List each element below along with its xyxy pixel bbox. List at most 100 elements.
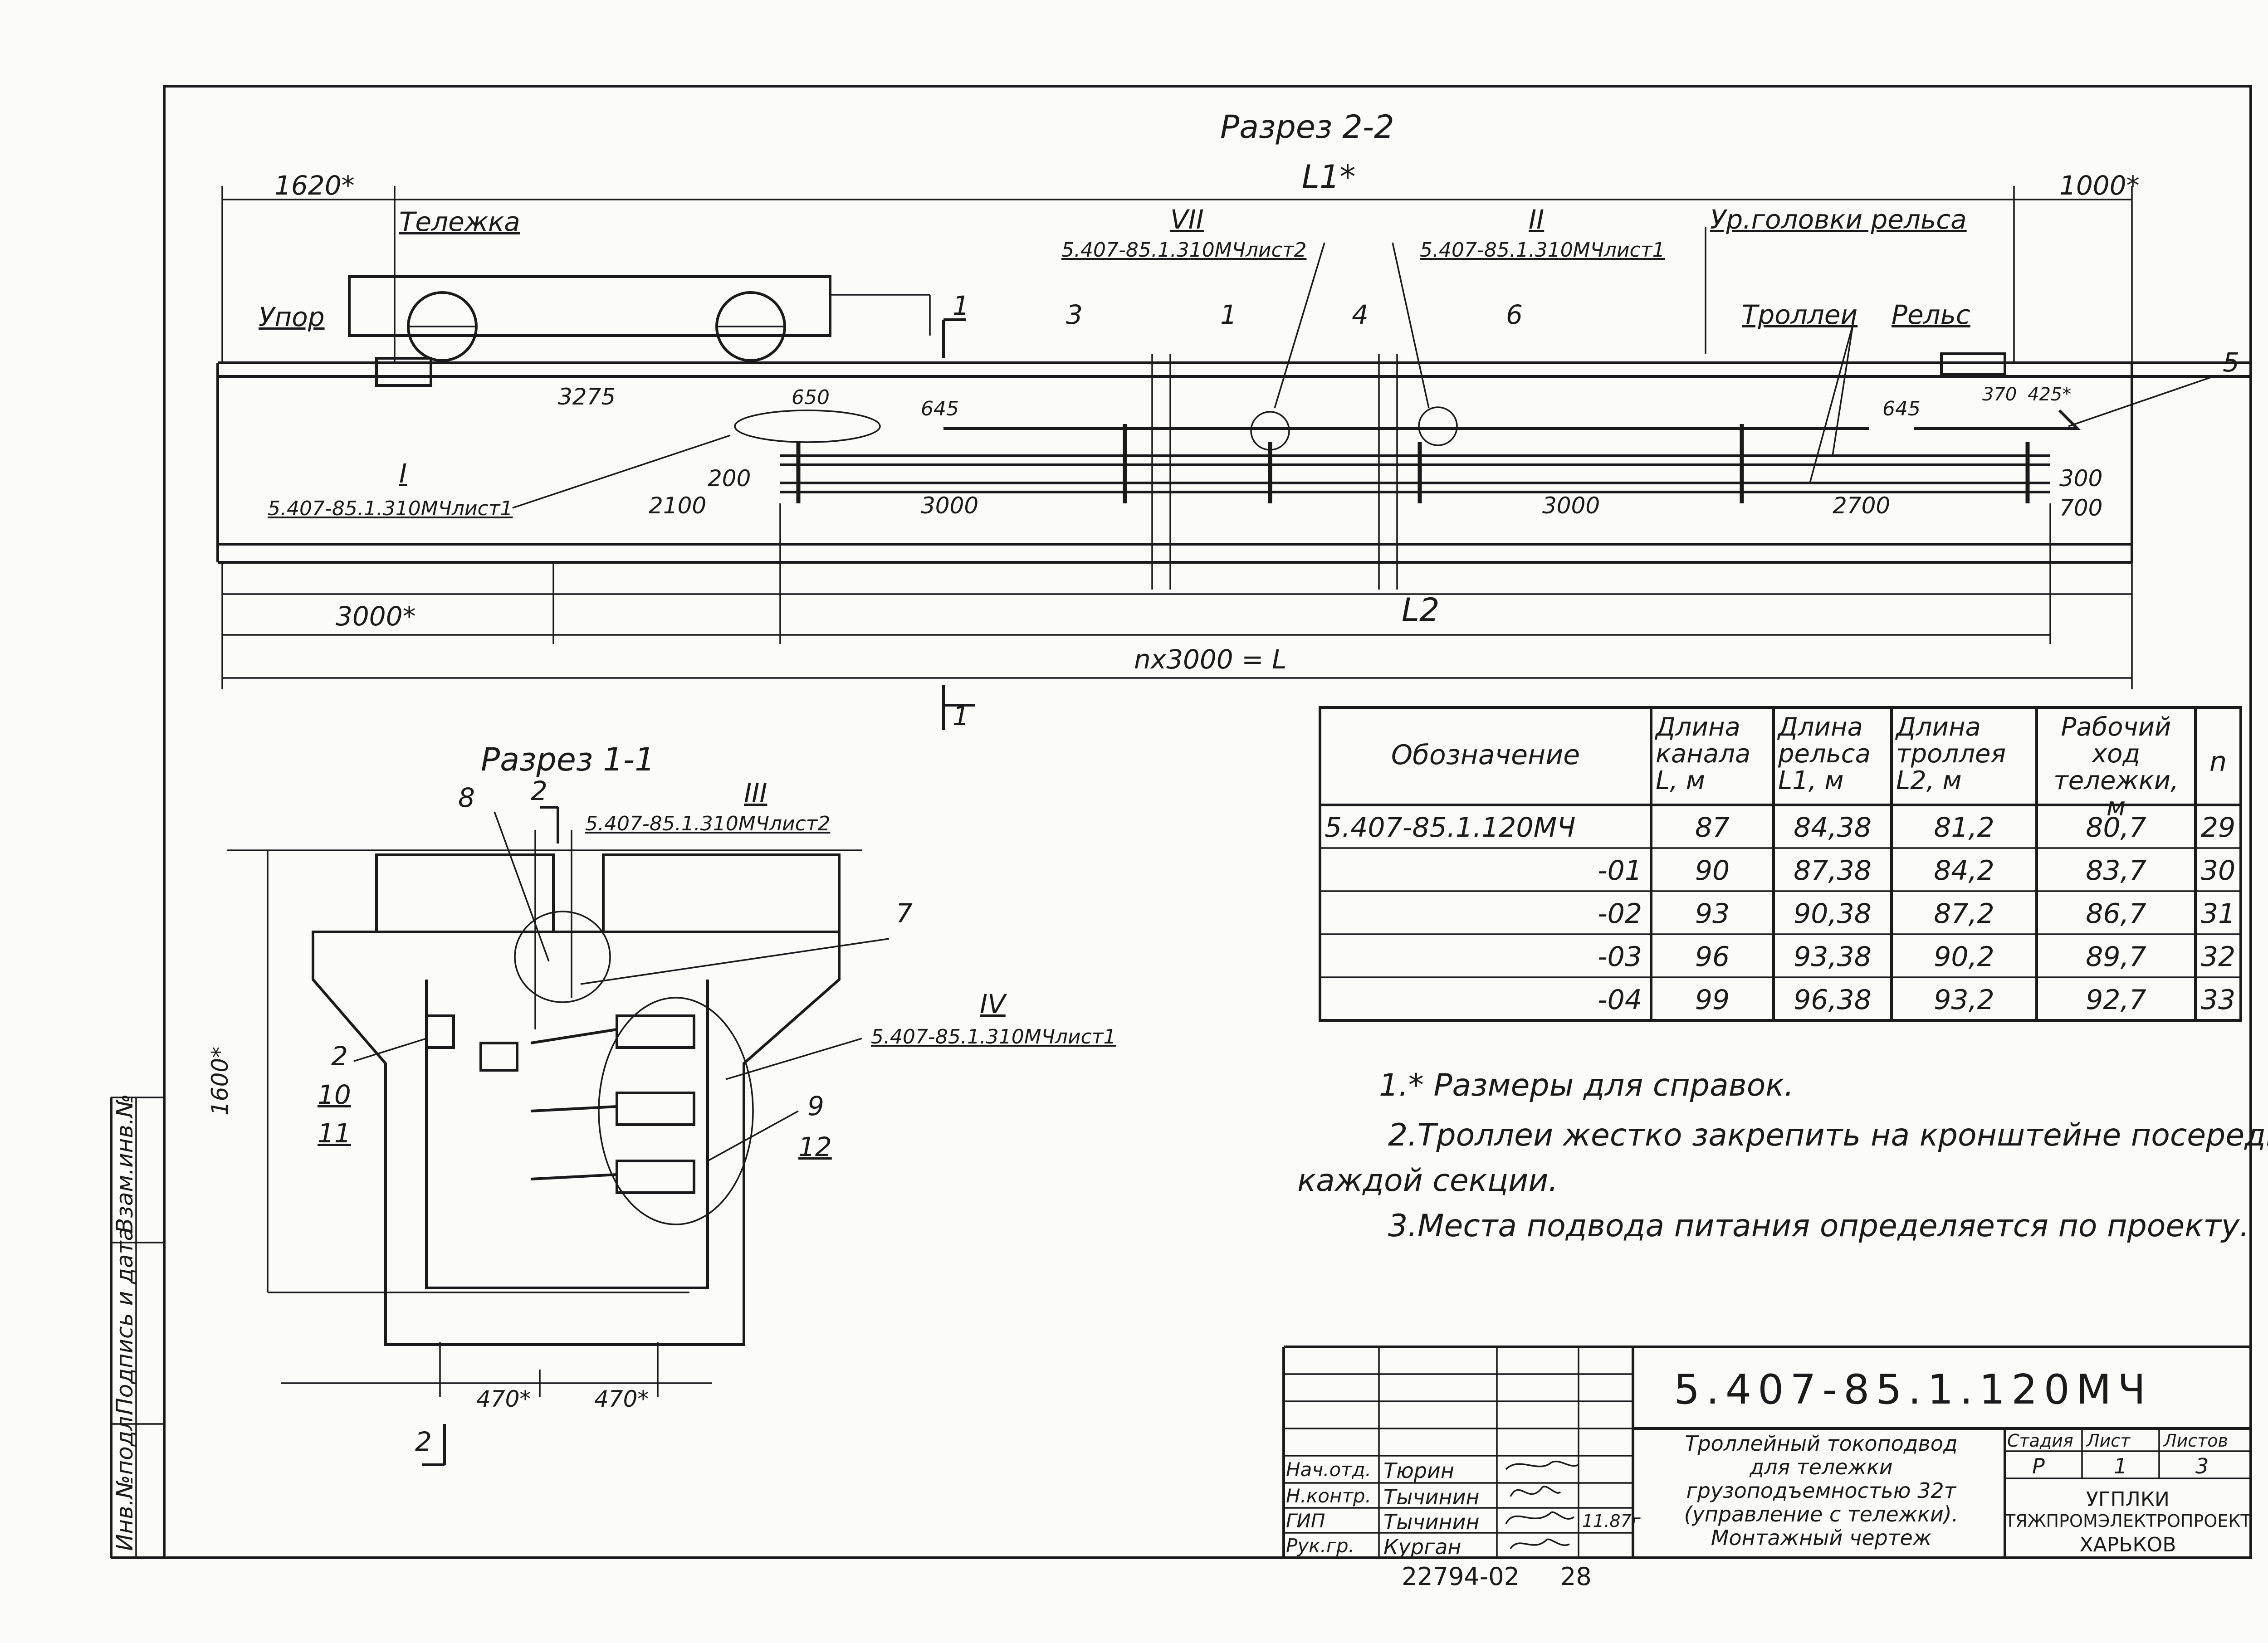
pos-7: 7 bbox=[896, 898, 913, 929]
role-head: Нач.отд. bbox=[1286, 1458, 1372, 1481]
dim-700: 700 bbox=[2059, 495, 2103, 521]
sheet-header: Лист bbox=[2087, 1431, 2131, 1451]
doc-title-2: для тележки bbox=[1750, 1455, 1893, 1479]
dim-645-right: 645 bbox=[1882, 397, 1921, 420]
side-replace-inv: Взам.инв.№ bbox=[112, 1094, 138, 1233]
table-header-rail: Длина рельса L1, м bbox=[1778, 712, 1871, 795]
label-trolley: Тележка bbox=[399, 206, 520, 237]
org-line-1: УГПЛКИ bbox=[2086, 1488, 2170, 1511]
sheets-header: Листов bbox=[2164, 1431, 2228, 1451]
dim-2100: 2100 bbox=[649, 492, 707, 519]
dim-470-left: 470* bbox=[476, 1386, 531, 1412]
dim-1000: 1000* bbox=[2059, 170, 2140, 201]
dim-3275: 3275 bbox=[558, 384, 616, 410]
role-norm: Н.контр. bbox=[1286, 1485, 1371, 1507]
callout-i-ref: 5.407-85.1.310МЧлист1 bbox=[268, 497, 513, 520]
doc-title-3: грузоподъемностью 32т bbox=[1686, 1478, 1956, 1503]
label-rail-level: Ур.головки рельса bbox=[1710, 204, 1967, 235]
table-frame bbox=[1319, 706, 2242, 1022]
pos-3: 3 bbox=[1066, 299, 1083, 330]
detail-circle-1 bbox=[1250, 411, 1290, 451]
name-head: Тюрин bbox=[1383, 1458, 1454, 1483]
note-2: 2.Троллеи жестко закрепить на кронштейне… bbox=[1388, 1117, 2268, 1153]
sign-date: 11.87г bbox=[1582, 1511, 1641, 1531]
note-3: 3.Места подвода питания определяется по … bbox=[1388, 1208, 2249, 1244]
doc-title-4: (управление с тележки). bbox=[1684, 1502, 1959, 1526]
dim-200: 200 bbox=[708, 465, 751, 492]
dim-3000-left: 3000 bbox=[921, 492, 979, 519]
inner-frame bbox=[163, 85, 2252, 1559]
sheets-value: 3 bbox=[2195, 1454, 2209, 1478]
dim-1600: 1600* bbox=[207, 1046, 233, 1116]
callout-vii-num: VII bbox=[1170, 204, 1204, 235]
name-gip: Тычинин bbox=[1383, 1510, 1480, 1534]
name-lead: Курган bbox=[1383, 1535, 1461, 1559]
callout-iv-ref: 5.407-85.1.310МЧлист1 bbox=[871, 1025, 1116, 1048]
dim-425: 425* bbox=[2028, 384, 2072, 405]
doc-code: 5.407-85.1.120МЧ bbox=[1674, 1366, 2152, 1414]
role-lead: Рук.гр. bbox=[1286, 1535, 1354, 1557]
dim-370: 370 bbox=[1982, 384, 2017, 405]
org-line-2: ТЯЖПРОМЭЛЕКТРОПРОЕКТ bbox=[2005, 1511, 2251, 1531]
dim-nx3000: nx3000 = L bbox=[1134, 644, 1287, 675]
stage-value: Р bbox=[2032, 1454, 2045, 1478]
dim-300: 300 bbox=[2059, 465, 2103, 492]
dim-l2: L2 bbox=[1402, 591, 1440, 629]
dim-3000-right: 3000 bbox=[1542, 492, 1600, 519]
dim-3000-star: 3000* bbox=[336, 601, 416, 632]
table-header-designation: Обозначение bbox=[1391, 739, 1580, 771]
pos-6: 6 bbox=[1506, 299, 1523, 330]
section-1-1-title: Разрез 1-1 bbox=[481, 741, 655, 778]
note-1: 1.* Размеры для справок. bbox=[1379, 1068, 1794, 1103]
detail-circle-6 bbox=[1418, 406, 1458, 446]
pos-11: 11 bbox=[318, 1118, 351, 1149]
channel-section-outline bbox=[312, 931, 841, 1346]
role-gip: ГИП bbox=[1286, 1510, 1325, 1532]
label-rail: Рельс bbox=[1892, 299, 1970, 330]
callout-vii-ref: 5.407-85.1.310МЧлист2 bbox=[1061, 239, 1307, 262]
callout-iii-ref: 5.407-85.1.310МЧлист2 bbox=[585, 812, 831, 835]
pos-12: 12 bbox=[798, 1131, 832, 1162]
cut-mark-2-top: 2 bbox=[531, 775, 547, 806]
pos-4: 4 bbox=[1352, 299, 1369, 330]
table-header-n: n bbox=[2209, 746, 2227, 778]
cut-mark-1-bottom: 1 bbox=[953, 701, 969, 731]
name-norm: Тычинин bbox=[1383, 1485, 1480, 1509]
side-signature-date: Подпись и дата bbox=[112, 1227, 138, 1415]
pos-10: 10 bbox=[318, 1079, 351, 1110]
label-trolleys: Троллеи bbox=[1742, 299, 1858, 330]
dim-645-left: 645 bbox=[921, 397, 959, 420]
archive-number: 22794-02 bbox=[1402, 1562, 1520, 1591]
dim-650: 650 bbox=[792, 386, 830, 409]
doc-title-5: Монтажный чертеж bbox=[1711, 1526, 1932, 1550]
pos-5: 5 bbox=[2223, 347, 2239, 378]
dim-1620: 1620* bbox=[274, 170, 355, 201]
pos-9: 9 bbox=[807, 1091, 824, 1121]
table-header-channel: Длина канала L, м bbox=[1656, 712, 1751, 795]
cut-mark-1-top: 1 bbox=[953, 290, 969, 321]
doc-title-1: Троллейный токоподвод bbox=[1685, 1431, 1958, 1456]
note-2-cont: каждой секции. bbox=[1297, 1163, 1559, 1199]
callout-ii-ref: 5.407-85.1.310МЧлист1 bbox=[1420, 239, 1665, 262]
table-header-trolley: Длина троллея L2, м bbox=[1896, 712, 2006, 795]
section-2-2-title: Разрез 2-2 bbox=[1220, 108, 1394, 146]
trolley-body bbox=[348, 275, 831, 337]
callout-iii-num: III bbox=[744, 778, 767, 809]
stage-header: Стадия bbox=[2007, 1431, 2073, 1451]
table-header-travel: Рабочий ход тележки, м bbox=[2053, 712, 2179, 822]
cut-mark-2-bottom: 2 bbox=[415, 1426, 432, 1457]
dim-2700: 2700 bbox=[1833, 492, 1891, 519]
dim-l1: L1* bbox=[1302, 158, 1356, 195]
pos-8: 8 bbox=[458, 782, 475, 813]
org-line-3: ХАРЬКОВ bbox=[2079, 1533, 2176, 1556]
dim-470-right: 470* bbox=[594, 1386, 649, 1412]
sheet-value: 1 bbox=[2114, 1454, 2127, 1478]
callout-i-num: I bbox=[399, 458, 407, 489]
callout-iv-num: IV bbox=[980, 989, 1006, 1019]
callout-ii-num: II bbox=[1529, 204, 1545, 235]
page-number: 28 bbox=[1560, 1562, 1592, 1591]
side-inv-number: Инв.№подл. bbox=[112, 1409, 138, 1551]
pos-1: 1 bbox=[1220, 299, 1237, 330]
